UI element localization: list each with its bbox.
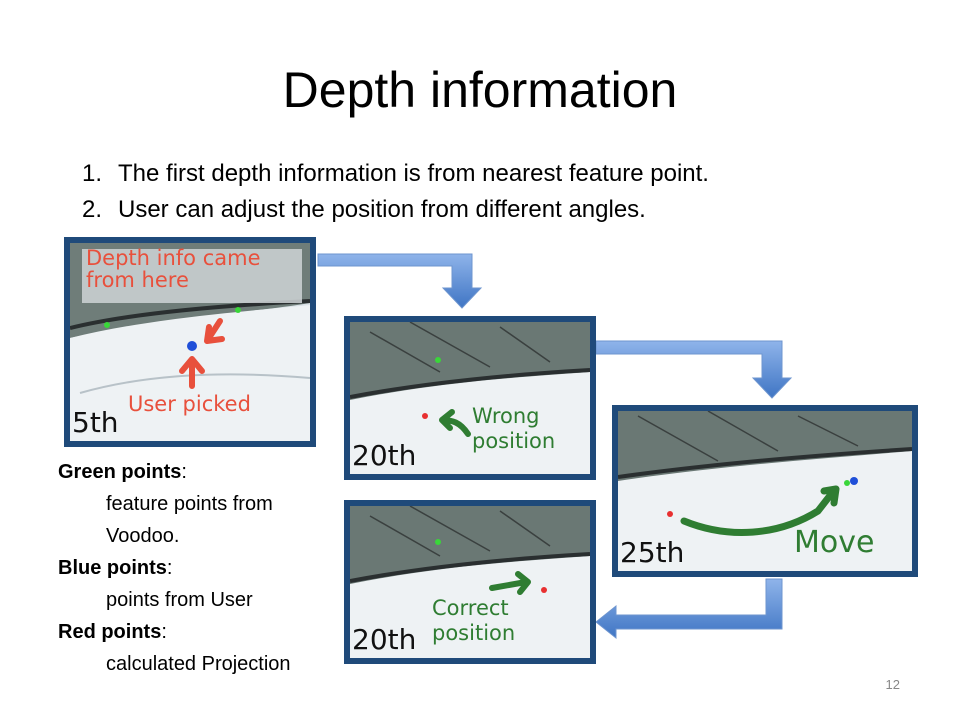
car-image bbox=[350, 506, 590, 658]
frame-5th: Depth info came from here User picked 5t… bbox=[64, 237, 316, 447]
legend: Green points: feature points from Voodoo… bbox=[58, 456, 336, 680]
bullet-list: 1. The first depth information is from n… bbox=[82, 156, 709, 228]
list-number: 1. bbox=[82, 160, 103, 187]
blue-point bbox=[187, 341, 197, 351]
list-number: 2. bbox=[82, 196, 103, 223]
green-point bbox=[435, 539, 441, 545]
car-image bbox=[618, 411, 912, 571]
legend-head-blue: Blue points bbox=[58, 557, 167, 579]
green-point bbox=[435, 357, 441, 363]
car-image bbox=[350, 322, 590, 474]
legend-head-red: Red points bbox=[58, 621, 162, 643]
blue-point bbox=[850, 477, 858, 485]
car-image bbox=[70, 243, 310, 441]
frame-25th-move: Move 25th bbox=[612, 405, 918, 577]
label-user-picked: User picked bbox=[128, 392, 251, 416]
arrow-frame3-to-frame4 bbox=[595, 578, 783, 640]
legend-desc-green: feature points from Voodoo. bbox=[106, 493, 273, 547]
red-point bbox=[422, 413, 428, 419]
label-move: Move bbox=[794, 525, 875, 560]
list-item: 1. The first depth information is from n… bbox=[82, 156, 709, 192]
list-item: 2. User can adjust the position from dif… bbox=[82, 192, 709, 228]
slide-title: Depth information bbox=[282, 62, 678, 118]
green-point bbox=[235, 307, 241, 313]
red-point bbox=[541, 587, 547, 593]
green-point bbox=[104, 322, 110, 328]
label-wrong-position: Wrong position bbox=[472, 404, 556, 454]
frame-number: 20th bbox=[352, 623, 417, 656]
legend-desc-red: calculated Projection bbox=[106, 653, 291, 675]
frame-number: 5th bbox=[72, 406, 119, 439]
arrow-frame2-to-frame3 bbox=[595, 340, 793, 399]
page-number: 12 bbox=[885, 677, 900, 692]
list-text: The first depth information is from near… bbox=[118, 160, 709, 187]
frame-20th-wrong: Wrong position 20th bbox=[344, 316, 596, 480]
frame-number: 25th bbox=[620, 536, 685, 569]
arrow-frame1-to-frame2 bbox=[317, 253, 483, 309]
red-point bbox=[667, 511, 673, 517]
label-depth-info: Depth info came from here bbox=[86, 246, 261, 293]
green-point bbox=[844, 480, 850, 486]
frame-20th-correct: Correct position 20th bbox=[344, 500, 596, 664]
legend-desc-blue: points from User bbox=[106, 589, 253, 611]
list-text: User can adjust the position from differ… bbox=[118, 196, 646, 223]
label-correct-position: Correct position bbox=[432, 596, 516, 646]
frame-number: 20th bbox=[352, 439, 417, 472]
legend-head-green: Green points bbox=[58, 461, 182, 483]
